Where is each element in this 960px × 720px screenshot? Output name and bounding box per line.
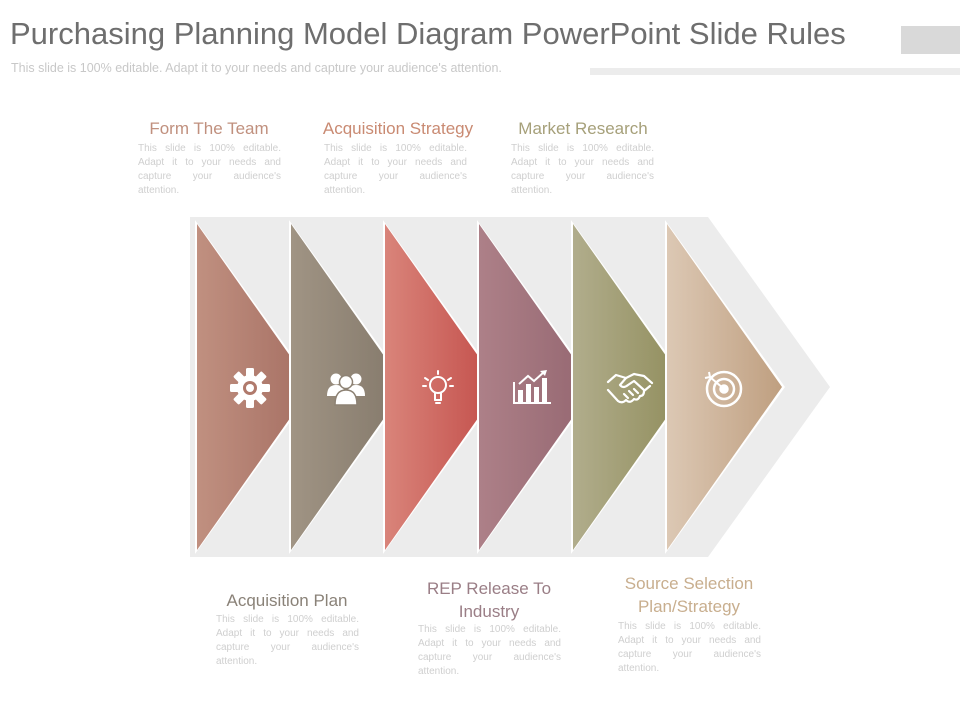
- step-label-market-research: Market Research: [518, 119, 648, 138]
- chevron-step-5: [571, 220, 691, 554]
- growth-chart-icon: [513, 370, 551, 404]
- step-label-rep-release-to-industry: REP Release To Industry: [426, 579, 552, 621]
- slide-subtitle: This slide is 100% editable. Adapt it to…: [11, 61, 502, 75]
- step-description-form-the-team: This slide is 100% editable. Adapt it to…: [138, 143, 281, 196]
- lightbulb-icon: [422, 370, 454, 404]
- slide-title: Purchasing Planning Model Diagram PowerP…: [10, 16, 846, 51]
- handshake-icon: [606, 372, 654, 404]
- step-description-acquisition-plan: This slide is 100% editable. Adapt it to…: [216, 614, 359, 667]
- subtitle-divider: [590, 68, 960, 75]
- step-description-rep-release-to-industry: This slide is 100% editable. Adapt it to…: [418, 624, 561, 677]
- title-accent-box: [901, 26, 960, 54]
- step-label-form-the-team: Form The Team: [149, 119, 269, 138]
- step-description-source-selection: This slide is 100% editable. Adapt it to…: [618, 621, 761, 674]
- step-label-source-selection: Source Selection Plan/Strategy: [624, 574, 754, 616]
- step-description-market-research: This slide is 100% editable. Adapt it to…: [511, 143, 654, 196]
- team-icon: [327, 373, 365, 406]
- step-description-acquisition-strategy: This slide is 100% editable. Adapt it to…: [324, 143, 467, 196]
- step-label-acquisition-plan: Acquisition Plan: [226, 591, 348, 610]
- gear-icon: [230, 368, 270, 408]
- chevron-step-3: [383, 220, 503, 554]
- step-label-acquisition-strategy: Acquisition Strategy: [322, 119, 474, 138]
- target-icon: [704, 370, 743, 408]
